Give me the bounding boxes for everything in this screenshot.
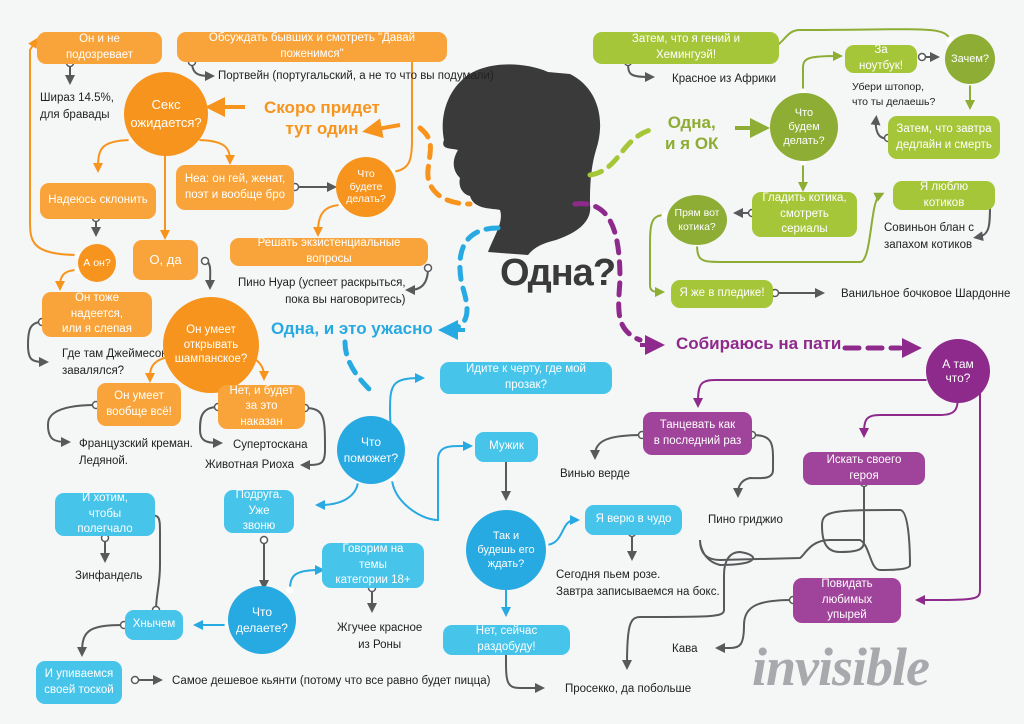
- wine-africa-red: Красное из Африки: [672, 73, 777, 85]
- node-he-can-everything[interactable]: Он умеет вообще всё!: [97, 383, 181, 426]
- wine-corkscrew: Убери штопор, что ты делаешь?: [852, 81, 936, 109]
- wine-rhone-red: Жгучее красное из Роны: [337, 622, 423, 651]
- node-whine[interactable]: Хнычем: [125, 610, 183, 640]
- node-deadline-death[interactable]: Затем, что завтра дедлайн и смерть: [888, 116, 1000, 159]
- node-want-relief[interactable]: И хотим, чтобы полегчало: [55, 492, 155, 536]
- main-title: Одна?: [500, 252, 616, 294]
- wine-cava: Кава: [672, 643, 698, 655]
- wine-jameson: Где там Джеймесон завалялся?: [62, 348, 168, 377]
- node-genius-hemingway[interactable]: Затем, что я гений и Хемингуэй!: [593, 32, 779, 64]
- node-wallow[interactable]: И упиваемся своей тоской: [36, 661, 122, 704]
- wine-pinot-noir: Пино Нуар (успеет раскрыться, пока вы на…: [238, 277, 406, 306]
- node-literally-cat[interactable]: Прям вот котика?: [667, 195, 727, 245]
- brand-logo: invisible: [752, 637, 930, 697]
- node-discuss-exes[interactable]: Обсуждать бывших и смотреть "Давай пожен…: [177, 32, 447, 62]
- node-dance[interactable]: Танцевать как в последний раз: [643, 412, 752, 455]
- node-can-open-champagne[interactable]: Он умеет открывать шампанское?: [163, 297, 259, 393]
- node-what-doing[interactable]: Что делаете?: [228, 586, 296, 654]
- wine-chianti: Самое дешевое кьянти (потому что все рав…: [172, 675, 491, 687]
- node-whats-there[interactable]: А там что?: [926, 339, 990, 403]
- node-sex-expected[interactable]: Секс ожидается?: [124, 72, 208, 156]
- node-he-hopes-too[interactable]: Он тоже надеется, или я слепая: [42, 292, 152, 337]
- node-what-helps[interactable]: Что поможет?: [337, 416, 405, 484]
- node-why[interactable]: Зачем?: [945, 34, 995, 84]
- node-what-will-you-do[interactable]: Что будете делать?: [336, 157, 396, 217]
- heading-someone-coming: Скоро придет тут один: [264, 98, 380, 139]
- node-existential[interactable]: Решать экзистенциальные вопросы: [230, 237, 428, 266]
- wine-cremant: Французский креман. Ледяной.: [79, 438, 193, 467]
- wine-prosecco: Просекко, да побольше: [565, 683, 692, 695]
- node-hope-to-persuade[interactable]: Надеюсь склонить: [40, 183, 156, 219]
- wine-chardonnay: Ванильное бочковое Шардонне: [841, 288, 1011, 300]
- heading-alone-terrible: Одна, и это ужасно: [271, 319, 433, 338]
- node-in-blanket[interactable]: Я же в пледике!: [671, 280, 773, 308]
- node-see-ghouls[interactable]: Повидать любимых упырей: [793, 578, 901, 623]
- node-no-punished[interactable]: Нет, и будет за это наказан: [218, 385, 305, 429]
- node-what-shall-we-do[interactable]: Что будем делать?: [770, 93, 838, 161]
- wine-vinho-verde: Винью верде: [560, 468, 630, 480]
- heading-going-party: Собираюсь на пати: [676, 334, 842, 353]
- node-seek-hero[interactable]: Искать своего героя: [803, 452, 925, 485]
- wine-shiraz: Шираз 14.5%, для бравады: [40, 92, 114, 121]
- node-get-one-now[interactable]: Нет, сейчас раздобуду!: [443, 625, 570, 655]
- wine-sauvignon: Совиньон блан с запахом котиков: [884, 222, 974, 251]
- wine-rose: Сегодня пьем розе. Завтра записываемся н…: [556, 569, 720, 598]
- node-nope-gay[interactable]: Неа: он гей, женат, поэт и вообще бро: [176, 165, 294, 210]
- node-to-laptop[interactable]: За ноутбук!: [845, 44, 917, 73]
- node-believe-miracle[interactable]: Я верю в чудо: [585, 505, 682, 535]
- head-silhouette-icon: [442, 64, 601, 255]
- node-what-wait-him[interactable]: Так и будешь его ждать?: [466, 510, 546, 590]
- node-he-doesnt-suspect[interactable]: Он и не подозревает: [37, 32, 162, 64]
- wine-pinot-grigio: Пино гриджио: [708, 514, 783, 526]
- wine-supertuscan: Супертоскана: [233, 439, 308, 451]
- wine-port: Портвейн (португальский, а не то что вы …: [218, 70, 494, 82]
- node-and-he[interactable]: А он?: [78, 244, 116, 282]
- node-talk-18[interactable]: Говорим на темы категории 18+: [322, 543, 424, 588]
- wine-zinfandel: Зинфандель: [75, 570, 143, 582]
- node-man[interactable]: Мужик: [475, 432, 538, 462]
- node-pet-cat[interactable]: Гладить котика, смотреть сериалы: [752, 192, 857, 237]
- node-oh-yes[interactable]: О, да: [133, 240, 198, 280]
- wine-rioja: Животная Риоха: [205, 459, 294, 471]
- heading-alone-ok: Одна, и я ОК: [665, 113, 719, 154]
- node-love-cats[interactable]: Я люблю котиков: [893, 181, 995, 210]
- node-friend-calling[interactable]: Подруга. Уже звоню: [224, 489, 294, 533]
- node-prozac[interactable]: Идите к черту, где мой прозак?: [440, 362, 612, 394]
